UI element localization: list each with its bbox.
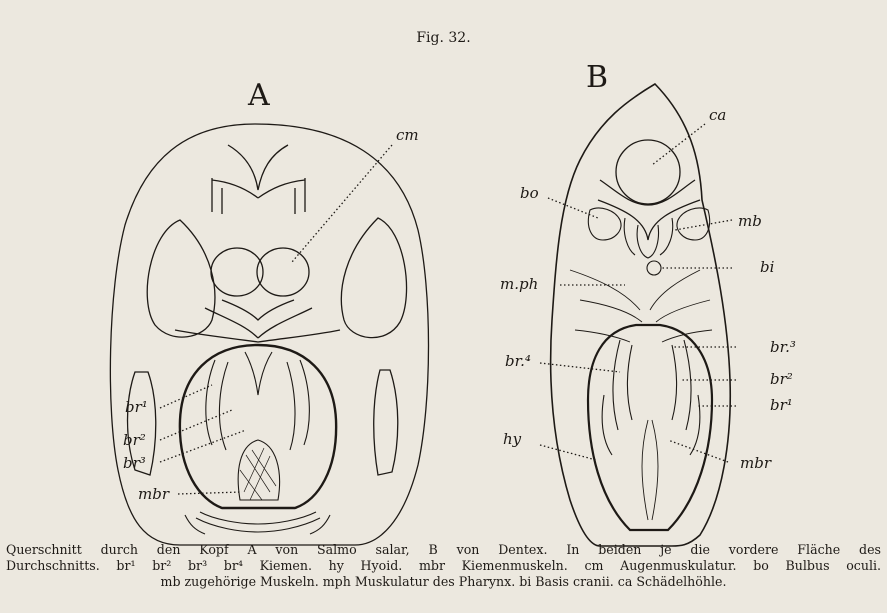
label-br3-a: br³ — [123, 456, 146, 471]
caption-line-2: Durchschnitts. br¹ br² br³ br⁴ Kiemen. h… — [6, 558, 881, 574]
figure-caption: Querschnitt durch den Kopf A von Salmo s… — [6, 542, 881, 590]
label-br2-b: br² — [770, 372, 793, 387]
label-mph-b: m.ph — [500, 277, 538, 292]
caption-line-3: mb zugehörige Muskeln. mph Muskulatur de… — [6, 574, 881, 590]
label-br2-a: br² — [123, 433, 146, 448]
label-cm-a: cm — [396, 128, 419, 143]
label-hy-b: hy — [503, 432, 521, 447]
label-bi-b: bi — [760, 260, 774, 275]
label-mb-b: mb — [738, 214, 762, 229]
label-br3-b: br.³ — [770, 340, 796, 355]
leader-br4-b — [540, 363, 620, 372]
basis-cranii-b — [647, 261, 661, 275]
eyeball-left-b — [588, 208, 621, 240]
leader-mb-b — [675, 220, 732, 230]
caption-line-1: Querschnitt durch den Kopf A von Salmo s… — [6, 542, 881, 558]
label-ca-b: ca — [709, 108, 726, 123]
label-br1-b: br¹ — [770, 398, 793, 413]
leader-bo-b — [548, 198, 598, 218]
gill-cavity-b — [588, 325, 712, 530]
leader-mbr-b — [668, 440, 728, 462]
leader-hy-b — [540, 445, 596, 460]
head-outline-b — [551, 84, 731, 546]
label-br4-b: br.⁴ — [505, 354, 531, 369]
label-mbr-b: mbr — [740, 456, 771, 471]
label-mbr-a: mbr — [138, 487, 169, 502]
cranial-cavity-b — [616, 140, 680, 204]
label-br1-a: br¹ — [125, 400, 148, 415]
label-bo-b: bo — [520, 186, 539, 201]
